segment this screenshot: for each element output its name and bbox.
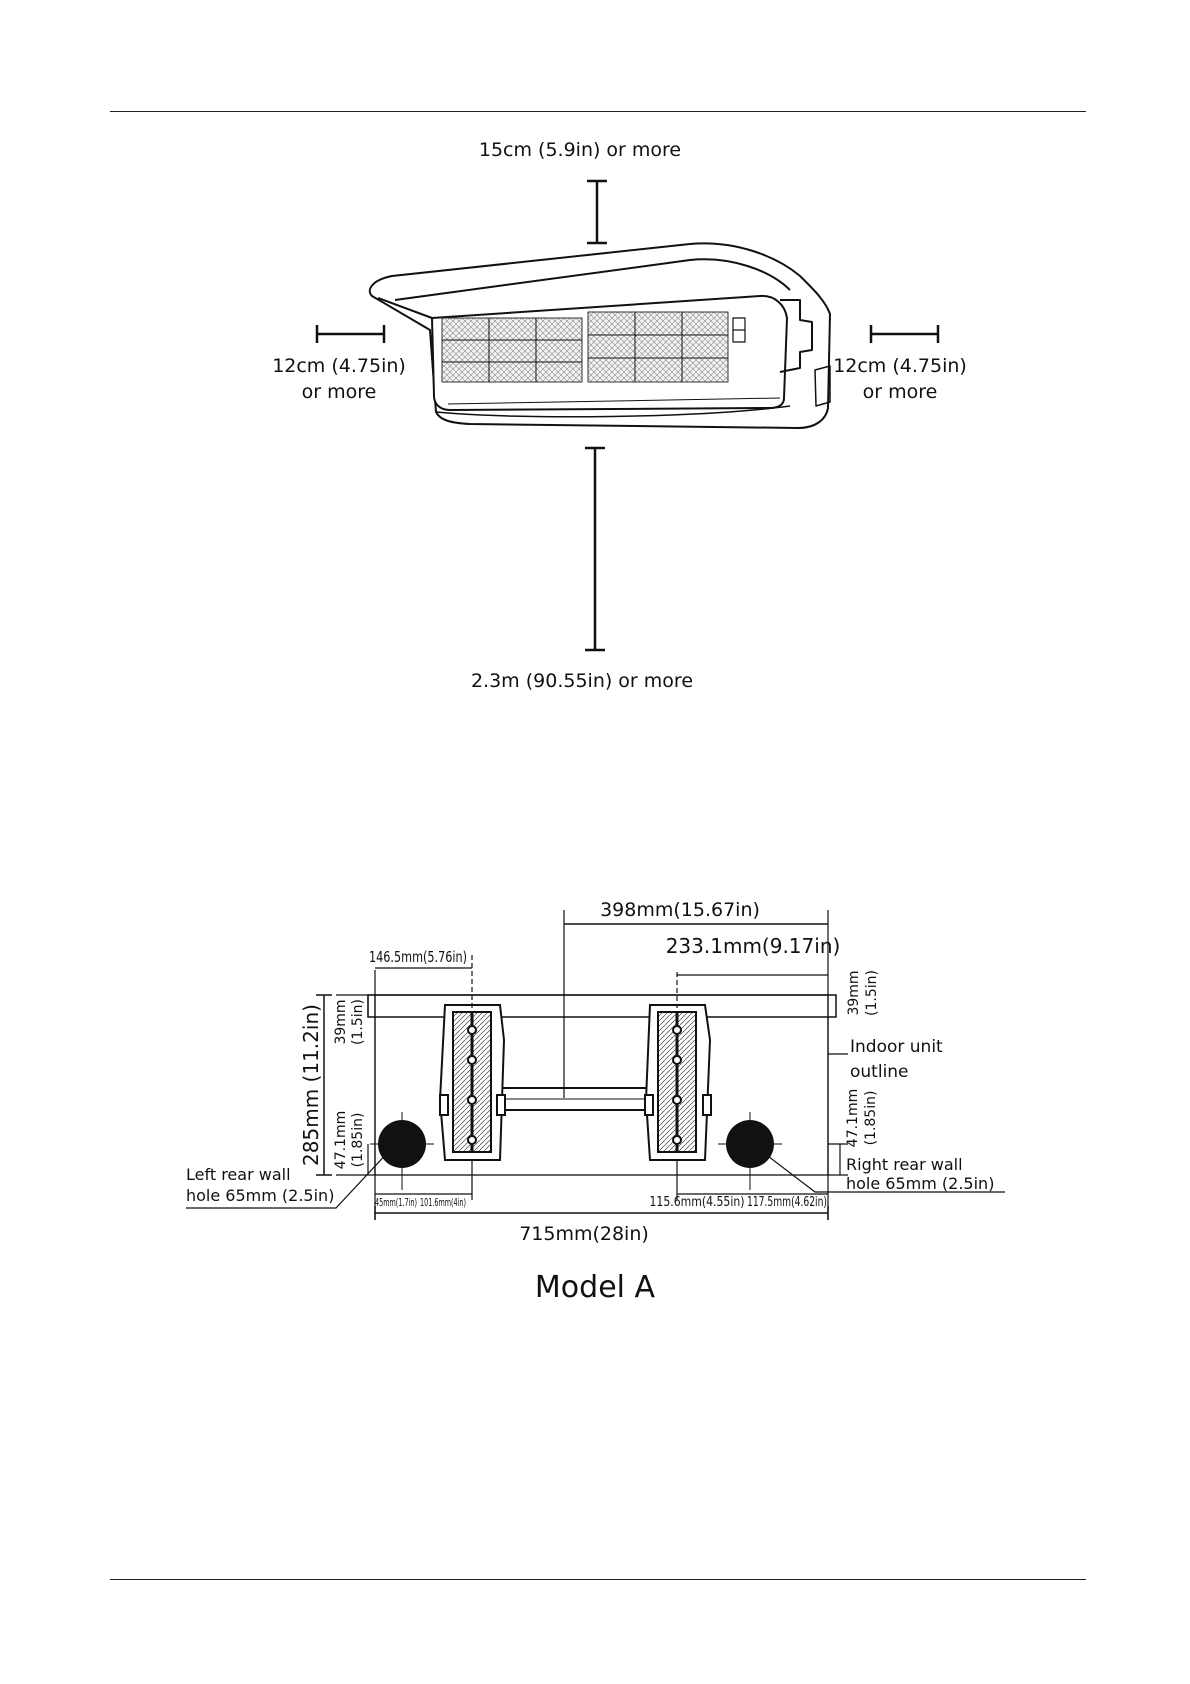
left-hole-label-2: hole 65mm (2.5in) <box>186 1186 334 1205</box>
left-clearance-arrow <box>315 325 386 343</box>
dim-146: 146.5mm(5.76in) <box>369 948 467 966</box>
top-clearance-label: 15cm (5.9in) or more <box>479 139 681 161</box>
dim-233: 233.1mm(9.17in) <box>666 934 841 958</box>
dim-715-line <box>374 1206 829 1220</box>
right-clearance-label-2: or more <box>863 381 938 403</box>
dim-45: 45mm(1.7in) <box>375 1196 417 1209</box>
dim-398: 398mm(15.67in) <box>600 899 760 921</box>
dim-39-right-in: (1.5in) <box>864 970 880 1016</box>
center-crossbar <box>483 1087 670 1111</box>
bottom-clearance-label: 2.3m (90.55in) or more <box>471 670 693 692</box>
dim-115: 115.6mm(4.55in) <box>650 1195 745 1210</box>
dim-47-left-in: (1.85in) <box>350 1113 366 1168</box>
dim-47-right-mm: 47.1mm <box>845 1089 861 1147</box>
right-clearance-arrow <box>869 325 940 343</box>
dim-39-right-mm: 39mm <box>846 970 862 1015</box>
right-bracket <box>644 1004 712 1161</box>
wall-hole-centerlines <box>370 1112 782 1190</box>
footer-rule <box>110 1579 1086 1580</box>
dim-47-right-in: (1.85in) <box>863 1091 879 1146</box>
left-bracket <box>438 1004 506 1161</box>
left-clearance-label-1: 12cm (4.75in) <box>272 355 406 377</box>
indoor-unit-outline <box>374 994 829 1176</box>
left-wall-hole <box>378 1120 426 1168</box>
plate-top-strip <box>367 994 837 1018</box>
clearance-diagram: 15cm (5.9in) or more 12cm (4.75in) or mo… <box>272 139 967 692</box>
dim-47-left-mm: 47.1mm <box>333 1111 349 1169</box>
bottom-clearance-arrow <box>585 446 605 652</box>
extension-lines <box>336 910 848 1220</box>
dim-285: 285mm (11.2in) <box>299 1004 323 1166</box>
header-rule <box>110 111 1086 112</box>
dim-39-left-mm: 39mm <box>333 999 349 1044</box>
right-hole-leader <box>759 1149 1005 1193</box>
indoor-outline-label-2: outline <box>850 1062 909 1082</box>
indoor-unit <box>368 242 831 429</box>
left-hole-leader <box>186 1149 391 1209</box>
dim-715: 715mm(28in) <box>519 1223 649 1245</box>
left-hole-label-1: Left rear wall <box>186 1165 291 1184</box>
figure-caption: Model A <box>534 1270 656 1305</box>
dim-101: 101.6mm(4in) <box>420 1196 466 1209</box>
indoor-outline-label-1: Indoor unit <box>850 1037 943 1057</box>
right-clearance-label-1: 12cm (4.75in) <box>833 355 967 377</box>
left-clearance-label-2: or more <box>302 381 377 403</box>
right-wall-hole <box>726 1120 774 1168</box>
right-hole-label-1: Right rear wall <box>846 1155 963 1174</box>
dim-39-left-in: (1.5in) <box>350 999 366 1045</box>
right-hole-label-2: hole 65mm (2.5in) <box>846 1174 994 1193</box>
dim-285-line <box>316 994 332 1176</box>
dim-117: 117.5mm(4.62in) <box>747 1195 827 1210</box>
top-clearance-arrow <box>587 179 607 245</box>
